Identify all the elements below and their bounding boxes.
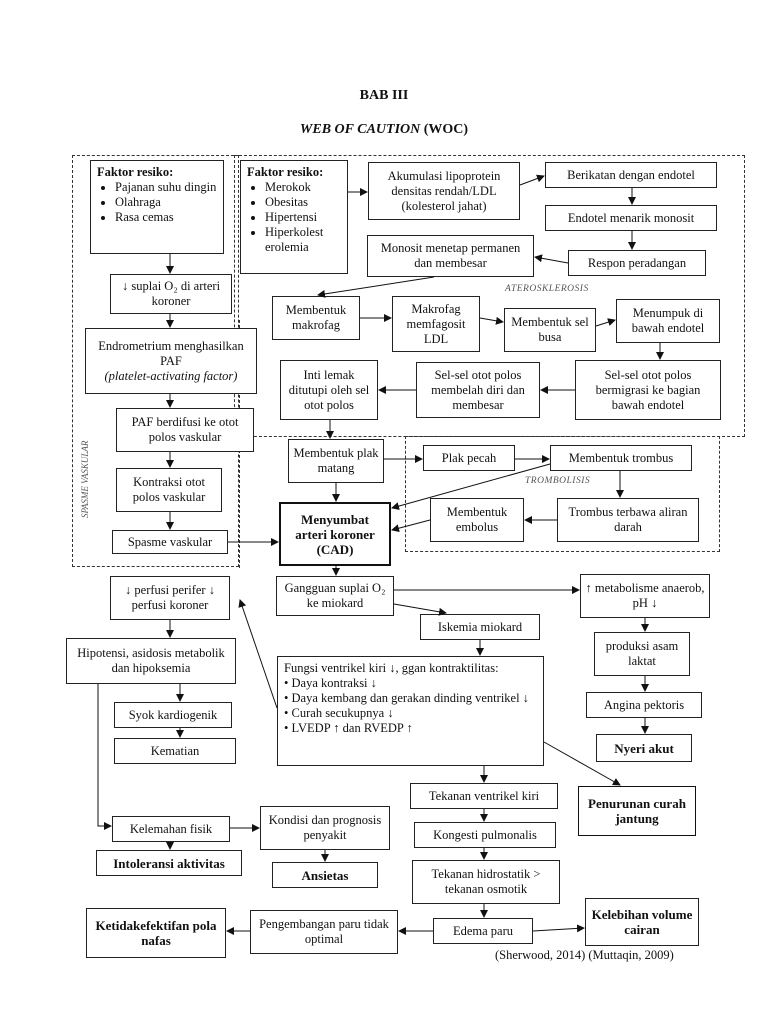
fungsi-ventrikel-box: Fungsi ventrikel kiri ↓, ggan kontraktil… bbox=[277, 656, 544, 766]
kelebihan-box: Kelebihan volume cairan bbox=[585, 898, 699, 946]
gangguan-box: Gangguan suplai O₂ ke miokard bbox=[276, 576, 394, 616]
fungsi-item-text: Daya kembang dan gerakan dinding ventrik… bbox=[291, 691, 529, 705]
list-item: Olahraga bbox=[115, 195, 216, 210]
citation: (Sherwood, 2014) (Muttaqin, 2009) bbox=[495, 948, 674, 962]
angina-box: Angina pektoris bbox=[586, 692, 702, 718]
faktor-resiko-2: Faktor resiko: Merokok Obesitas Hiperten… bbox=[240, 160, 348, 274]
endrometrium-box: Endrometrium menghasilkan PAF (platelet-… bbox=[85, 328, 257, 394]
spasme-box: Spasme vaskular bbox=[112, 530, 228, 554]
aterosklerosis-label: ATEROSKLEROSIS bbox=[505, 284, 589, 294]
chapter-title: BAB III bbox=[359, 88, 409, 103]
nyeri-akut-box: Nyeri akut bbox=[596, 734, 692, 762]
fungsi-title: Fungsi ventrikel kiri ↓, ggan kontraktil… bbox=[284, 661, 499, 675]
metabolisme-box: ↑ metabolisme anaerob, pH ↓ bbox=[580, 574, 710, 618]
endotel-menarik-box: Endotel menarik monosit bbox=[545, 205, 717, 231]
syok-box: Syok kardiogenik bbox=[114, 702, 232, 728]
list-item: Hipertensi bbox=[265, 210, 341, 225]
faktor-resiko-2-title: Faktor resiko: bbox=[247, 165, 324, 179]
makrofag-box: Membentuk makrofag bbox=[272, 296, 360, 340]
perfusi-box: ↓ perfusi perifer ↓ perfusi koroner bbox=[110, 576, 230, 620]
inti-lemak-box: Inti lemak ditutupi oleh sel otot polos bbox=[280, 360, 378, 420]
tekanan-ventrikel-box: Tekanan ventrikel kiri bbox=[410, 783, 558, 809]
list-item: • Daya kembang dan gerakan dinding ventr… bbox=[284, 691, 529, 705]
pengembangan-box: Pengembangan paru tidak optimal bbox=[250, 910, 398, 954]
menyumbat-box: Menyumbat arteri koroner (CAD) bbox=[279, 502, 391, 566]
trombolisis-label: TROMBOLISIS bbox=[525, 476, 591, 486]
list-item: Merokok bbox=[265, 180, 341, 195]
edema-box: Edema paru bbox=[433, 918, 533, 944]
embolus-box: Membentuk embolus bbox=[430, 498, 524, 542]
kontraksi-box: Kontraksi otot polos vaskular bbox=[116, 468, 222, 512]
list-item: Rasa cemas bbox=[115, 210, 216, 225]
iskemia-box: Iskemia miokard bbox=[420, 614, 540, 640]
hipotensi-box: Hipotensi, asidosis metabolik dan hipoks… bbox=[66, 638, 236, 684]
produksi-box: produksi asam laktat bbox=[594, 632, 690, 676]
penurunan-box: Penurunan curah jantung bbox=[578, 786, 696, 836]
plak-pecah-box: Plak pecah bbox=[423, 445, 515, 471]
list-item: • Curah secukupnya ↓ bbox=[284, 706, 394, 720]
ansietas-box: Ansietas bbox=[272, 862, 378, 888]
sel-bermigrasi-box: Sel-sel otot polos bermigrasi ke bagian … bbox=[575, 360, 721, 420]
trombus-box: Membentuk trombus bbox=[550, 445, 692, 471]
list-item: Obesitas bbox=[265, 195, 341, 210]
endrometrium-text: Endrometrium menghasilkan PAF bbox=[98, 338, 244, 368]
list-item: • LVEDP ↑ dan RVEDP ↑ bbox=[284, 721, 413, 735]
fungsi-item-text: Curah secukupnya ↓ bbox=[291, 706, 394, 720]
kondisi-box: Kondisi dan prognosis penyakit bbox=[260, 806, 390, 850]
kelemahan-box: Kelemahan fisik bbox=[112, 816, 230, 842]
list-item: Hiperkolest erolemia bbox=[265, 225, 341, 255]
intoleransi-box: Intoleransi aktivitas bbox=[96, 850, 242, 876]
trombolisis-region bbox=[405, 436, 720, 552]
fungsi-item-text: LVEDP ↑ dan RVEDP ↑ bbox=[291, 721, 413, 735]
sel-busa-box: Membentuk sel busa bbox=[504, 308, 596, 352]
diagram-title-italic: WEB OF CAUTION bbox=[299, 122, 421, 137]
berikatan-box: Berikatan dengan endotel bbox=[545, 162, 717, 188]
diagram-title-rest: (WOC) bbox=[420, 122, 469, 137]
hidrostatik-box: Tekanan hidrostatik > tekanan osmotik bbox=[412, 860, 560, 904]
kematian-box: Kematian bbox=[114, 738, 236, 764]
makrofag-ldl-box: Makrofag memfagosit LDL bbox=[392, 296, 480, 352]
endrometrium-italic: (platelet-activating factor) bbox=[104, 368, 238, 383]
list-item: Pajanan suhu dingin bbox=[115, 180, 216, 195]
kongesti-box: Kongesti pulmonalis bbox=[414, 822, 556, 848]
paf-box: PAF berdifusi ke otot polos vaskular bbox=[116, 408, 254, 452]
fungsi-item-text: Daya kontraksi ↓ bbox=[291, 676, 377, 690]
list-item: • Daya kontraksi ↓ bbox=[284, 676, 377, 690]
sel-membelah-box: Sel-sel otot polos membelah diri dan mem… bbox=[416, 362, 540, 418]
faktor-resiko-1-title: Faktor resiko: bbox=[97, 165, 174, 179]
respon-box: Respon peradangan bbox=[568, 250, 706, 276]
plak-matang-box: Membentuk plak matang bbox=[288, 439, 384, 483]
ketidakefektifan-box: Ketidakefektifan pola nafas bbox=[86, 908, 226, 958]
faktor-resiko-1: Faktor resiko: Pajanan suhu dingin Olahr… bbox=[90, 160, 224, 254]
trombus-terbawa-box: Trombus terbawa aliran darah bbox=[557, 498, 699, 542]
monosit-menetap-box: Monosit menetap permanen dan membesar bbox=[367, 235, 534, 277]
akumulasi-box: Akumulasi lipoprotein densitas rendah/LD… bbox=[368, 162, 520, 220]
suplai-o2-box: ↓ suplai O₂ di arteri koroner bbox=[110, 274, 232, 314]
menumpuk-box: Menumpuk di bawah endotel bbox=[616, 299, 720, 343]
diagram-title: WEB OF CAUTION (WOC) bbox=[0, 122, 768, 138]
